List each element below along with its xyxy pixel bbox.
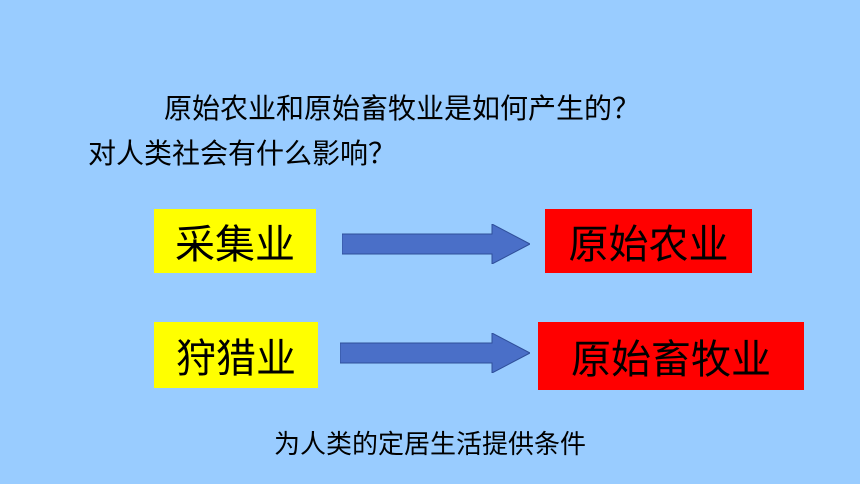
hunting-box: 狩猎业	[154, 322, 318, 388]
arrow-right-icon	[340, 333, 530, 373]
primitive-animal-husbandry-box: 原始畜牧业	[538, 322, 804, 390]
conclusion-text: 为人类的定居生活提供条件	[273, 430, 586, 460]
arrow-right-icon	[342, 224, 530, 264]
primitive-agriculture-box: 原始农业	[545, 209, 752, 273]
gathering-box: 采集业	[154, 209, 316, 273]
question-line-1: 原始农业和原始畜牧业是如何产生的？	[164, 92, 641, 125]
question-line-2: 对人类社会有什么影响？	[88, 137, 397, 170]
